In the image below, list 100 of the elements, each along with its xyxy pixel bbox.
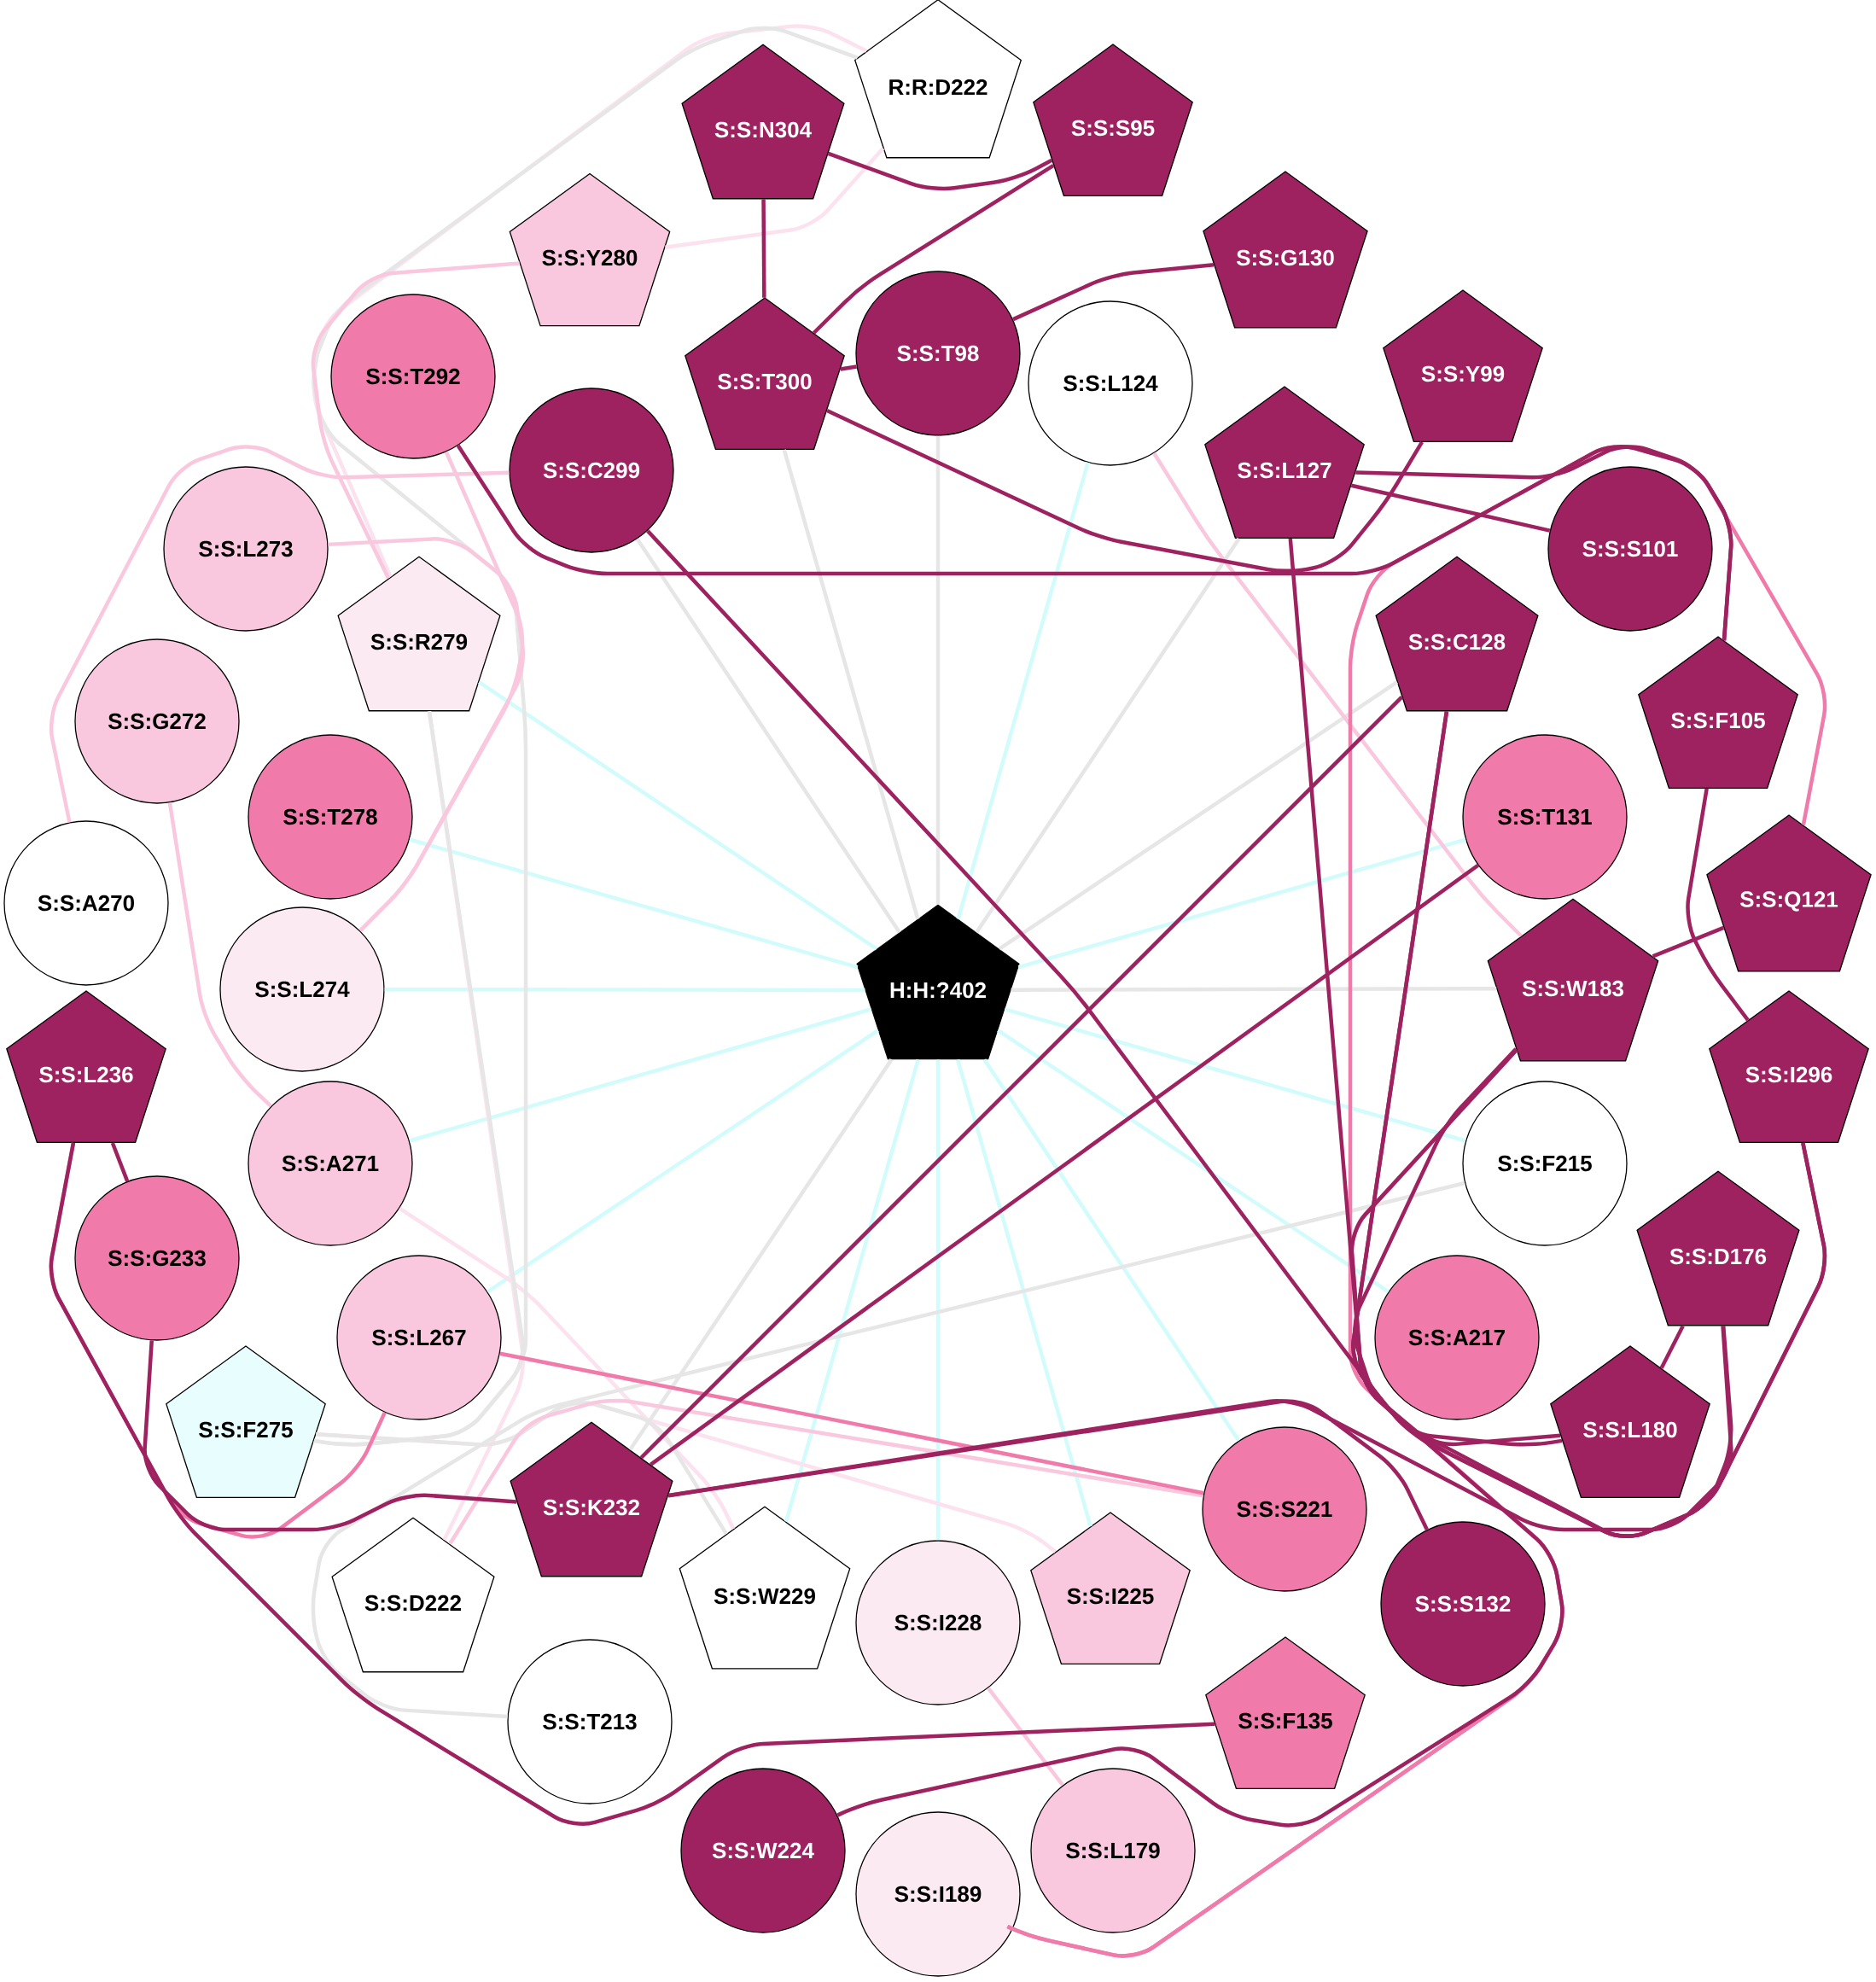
circle-node: S:S:T278 [248,734,413,900]
connector-line [384,987,865,993]
pentagon-node: S:S:R279 [337,556,501,712]
connector-line [1017,837,1466,970]
connector-line [143,1340,517,1532]
connector-line [628,1058,894,1451]
pentagon-node: H:H:?402 [856,904,1020,1060]
connector-line [827,151,1053,191]
connector-line [667,1326,1733,1532]
circle-node: S:S:C299 [509,388,674,553]
connector-line [998,680,1399,951]
circle-node: S:S:A217 [1374,1255,1540,1420]
connector-line [316,1401,728,1536]
connector-line [1355,445,1733,641]
connector-line [761,199,766,298]
connector-line [1686,788,1750,1022]
circle-node: S:S:I228 [855,1540,1021,1705]
pentagon-node: S:S:T300 [685,297,845,450]
connector-line [826,409,1424,574]
pentagon-node: S:S:I225 [1030,1512,1191,1664]
connector-line [987,1687,1064,1787]
connector-line [812,163,1055,335]
connector-line [398,1206,736,1530]
circle-node: S:S:T131 [1462,734,1628,900]
connector-line [311,261,520,580]
connector-line [1353,1047,1561,1447]
connector-line [956,462,1090,920]
connector-line [956,1058,1092,1527]
circle-node: S:S:L124 [1028,300,1193,466]
connector-line [1152,452,1523,938]
circle-node: S:S:L274 [219,906,385,1072]
connector-line [935,1059,941,1541]
pentagon-node: S:S:G130 [1203,171,1368,329]
pentagon-node: S:S:I296 [1709,990,1869,1143]
circle-node: S:S:S221 [1202,1426,1367,1592]
pentagon-node: S:S:F275 [166,1345,326,1498]
pentagon-node: S:S:W229 [679,1506,851,1670]
circle-node: S:S:A271 [248,1081,413,1246]
circle-node: S:S:S101 [1547,466,1713,632]
circle-node: S:S:L179 [1030,1768,1196,1933]
connector-line [110,1142,130,1182]
connector-line [1351,711,1563,1447]
pentagon-node: S:S:F135 [1205,1636,1366,1789]
pentagon-node: S:S:Y280 [509,172,671,327]
connector-line [635,538,901,934]
connector-line [997,1029,1390,1294]
connector-line [836,1048,1564,1828]
pentagon-node: S:S:D222 [331,1517,495,1673]
connector-line [409,1007,872,1143]
pentagon-node: S:S:F105 [1638,636,1798,789]
pentagon-node: S:S:L180 [1550,1345,1710,1498]
connector-line [1659,1325,1685,1369]
pentagon-node: S:S:L127 [1204,386,1365,539]
pentagon-node: S:S:L236 [6,990,166,1143]
connector-line [650,863,1480,1466]
connector-line [499,1351,1204,1495]
circle-node: S:S:I189 [855,1811,1021,1977]
circle-node: S:S:S132 [1380,1521,1546,1687]
connector-line [975,537,1241,934]
circle-node: S:S:W224 [680,1768,846,1933]
pentagon-node: S:S:Y99 [1383,289,1543,442]
pentagon-node: S:S:N304 [681,44,845,200]
circle-node: S:S:G272 [74,638,240,804]
circle-node: S:S:F215 [1462,1081,1628,1246]
circle-node: S:S:A270 [3,820,169,986]
circle-node: S:S:T292 [330,294,496,459]
pentagon-node: S:S:Q121 [1706,814,1872,972]
connector-line [409,837,859,970]
connector-line [1350,483,1551,533]
connector-line [784,1058,920,1523]
connector-line [478,680,878,951]
pentagon-node: S:S:D176 [1636,1170,1800,1326]
connector-line [667,1399,1429,1530]
connector-line [312,24,868,578]
circle-node: S:S:T213 [507,1639,673,1804]
connector-line [840,364,857,371]
connector-line [486,1029,879,1294]
pentagon-node: S:S:S95 [1033,44,1193,196]
pentagon-node: S:S:K232 [510,1421,673,1577]
pentagon-node: S:S:W183 [1487,898,1659,1062]
connector-line [448,1398,1203,1545]
connector-line [167,802,272,1108]
connector-line [782,449,920,920]
connector-line [1652,925,1725,959]
connector-line [328,537,526,932]
circle-node: S:S:L267 [336,1255,502,1420]
connector-line [1004,1007,1466,1143]
circle-node: S:S:T98 [855,271,1021,436]
connector-line [1012,263,1215,322]
connector-line [50,445,510,823]
circle-node: S:S:G233 [74,1175,240,1341]
connector-line [50,1142,1215,1826]
connector-line [982,1058,1241,1442]
pentagon-node: S:S:C128 [1375,556,1539,712]
circle-node: S:S:L273 [163,466,329,632]
connector-line [935,435,941,905]
connector-line [639,696,1404,1460]
connector-line [1011,987,1497,993]
connector-line [313,711,525,1447]
connector-line [665,147,885,250]
